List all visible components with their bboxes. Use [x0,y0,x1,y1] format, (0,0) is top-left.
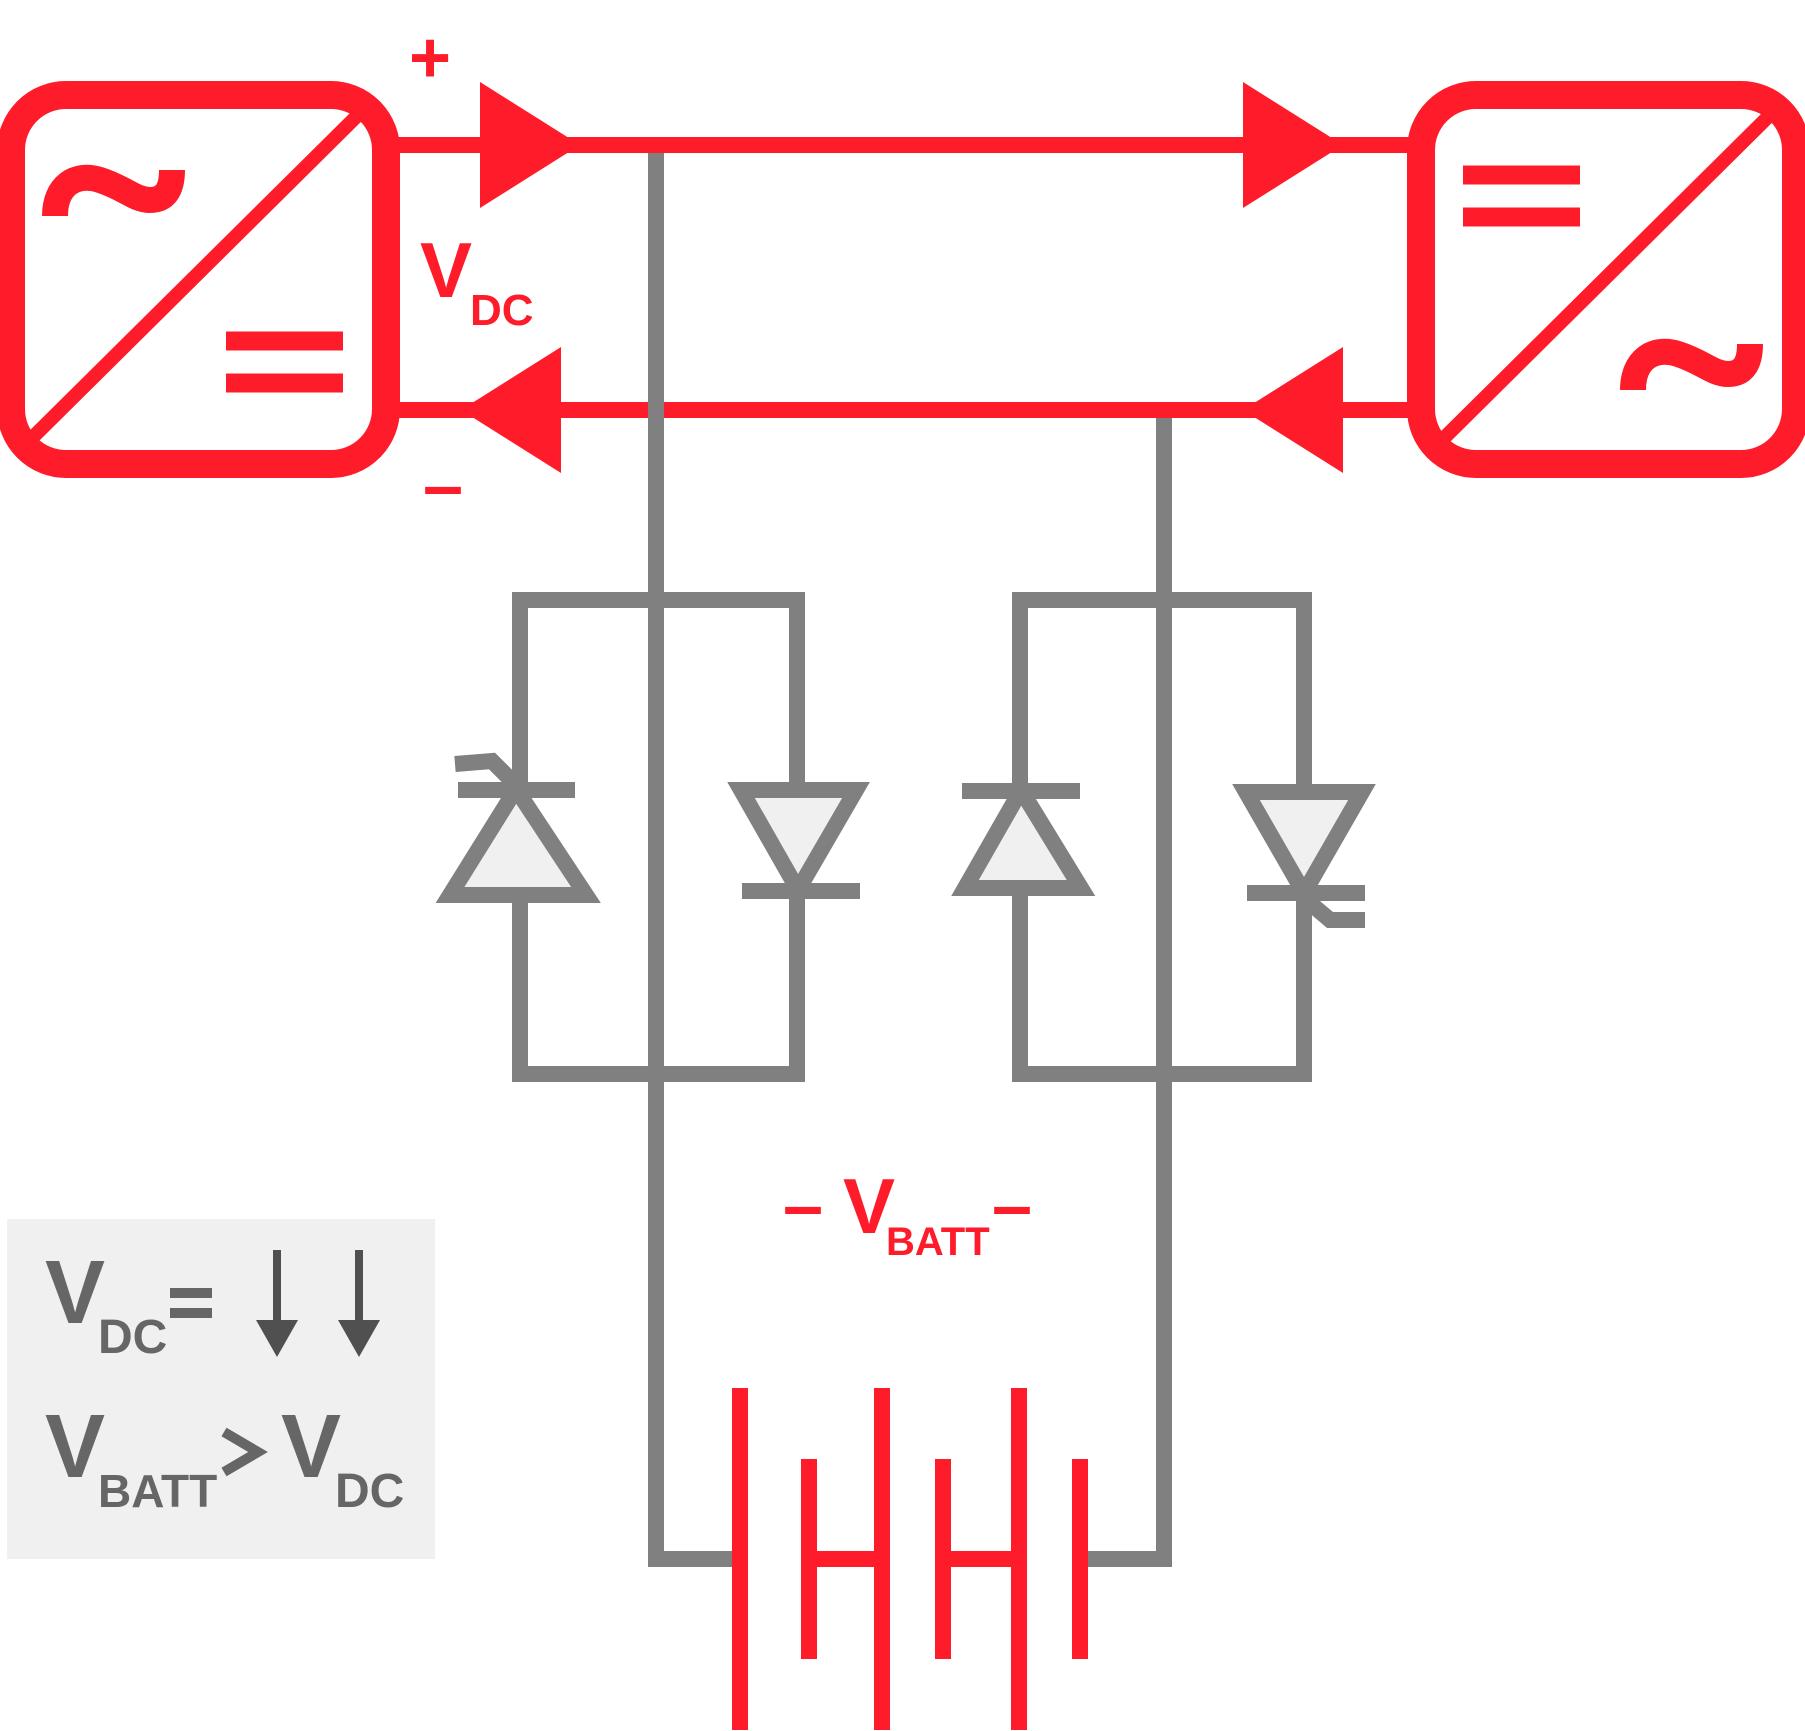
positive-sign: + [409,18,451,98]
battery-wiring [512,153,1312,1567]
legend-vdc-sub: DC [98,1311,167,1364]
legend-vdc-v: V [45,1243,105,1343]
dc-bus-negative [393,347,1410,473]
legend-box: V DC V BATT V DC [7,1219,435,1559]
diode-icon [951,774,1096,896]
dc-ac-converter-icon [1407,81,1805,478]
dc-bus-positive [393,82,1410,208]
legend-vdc2-v: V [281,1397,341,1497]
arrow-down-icon [256,1250,298,1357]
legend-vdc2-sub: DC [335,1465,404,1518]
arrow-down-icon [338,1250,380,1357]
legend-vbatt-sub: BATT [98,1465,217,1517]
arrow-left-icon [461,347,561,473]
diode-icon [727,782,870,907]
vbatt-label-v: V [843,1162,895,1250]
vbatt-dash-left: – [783,1166,823,1246]
arrow-left-icon [1243,347,1343,473]
battery-icon [732,1388,1088,1730]
arrow-right-icon [480,82,580,208]
negative-sign: – [423,446,463,526]
greater-than-icon [221,1427,268,1477]
thyristor-icon [1232,784,1376,928]
vdc-label-v: V [420,226,472,314]
legend-vbatt-v: V [45,1397,105,1497]
thyristor-icon [435,752,601,903]
arrow-right-icon [1243,82,1343,208]
vbatt-dash-right: – [992,1166,1032,1246]
legend-equals-icon [170,1288,212,1318]
ac-tilde-icon [42,164,185,217]
vdc-label-sub: DC [470,286,534,335]
dc-equals-icon [1463,165,1580,227]
ac-tilde-icon [1620,338,1763,391]
vbatt-label-sub: BATT [886,1220,990,1264]
dc-equals-icon [226,331,343,393]
ac-dc-converter-icon [0,81,400,478]
